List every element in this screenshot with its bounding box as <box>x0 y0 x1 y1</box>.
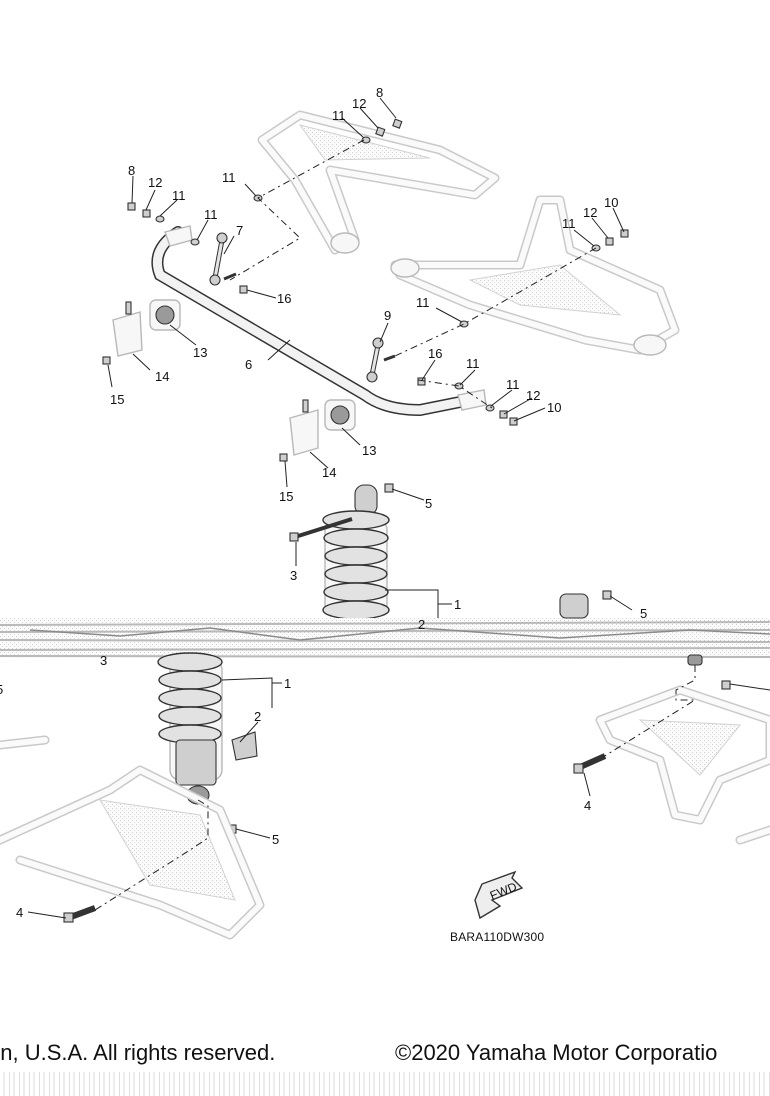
callout-12: 12 <box>148 175 162 190</box>
callout-11: 11 <box>172 188 186 203</box>
callout-8: 8 <box>128 163 135 178</box>
leader-lines <box>27 97 770 919</box>
callout-11: 11 <box>204 207 218 222</box>
bracket-left <box>112 301 143 357</box>
callout-14: 14 <box>322 465 336 480</box>
scan-noise-band <box>0 1072 770 1096</box>
lower-a-arm-right <box>573 654 770 845</box>
callout-10: 10 <box>604 195 618 210</box>
footer-copyright-text: ©2020 Yamaha Motor Corporatio <box>395 1040 718 1065</box>
callout-4: 4 <box>584 798 591 813</box>
callout-5: 5 <box>272 832 279 847</box>
callout-9: 9 <box>384 308 391 323</box>
callout-3: 3 <box>100 653 107 668</box>
fwd-arrow: FWD <box>474 870 524 920</box>
callout-2: 2 <box>418 617 425 632</box>
callout-11: 11 <box>222 170 236 185</box>
callout-2: 2 <box>254 709 261 724</box>
assembly-axes <box>94 139 697 911</box>
callout-11: 11 <box>562 216 576 231</box>
callout-13: 13 <box>193 345 207 360</box>
callout-11: 11 <box>332 108 346 123</box>
lower-a-arm-right <box>390 195 680 356</box>
callout-16: 16 <box>428 346 442 361</box>
callout-6: 6 <box>245 357 252 372</box>
stabilizer-link-left <box>209 232 228 286</box>
callout-3: 3 <box>290 568 297 583</box>
footer: on, U.S.A. All rights reserved. ©2020 Ya… <box>0 1036 770 1070</box>
bracket-right <box>289 399 319 456</box>
shock-absorber-lower <box>157 652 258 805</box>
callout-11: 11 <box>416 295 430 310</box>
callout-15: 15 <box>279 489 293 504</box>
callout-5: 5 <box>425 496 432 511</box>
callout-1: 1 <box>284 676 291 691</box>
callout-7: 7 <box>236 223 243 238</box>
callout-14: 14 <box>155 369 169 384</box>
bushing-left <box>149 299 181 331</box>
callout-13: 13 <box>362 443 376 458</box>
stabilizer-link-right <box>366 337 384 383</box>
callouts: 8 12 11 11 8 12 11 11 7 16 10 12 11 11 9… <box>0 85 647 920</box>
callout-5: 5 <box>0 682 3 697</box>
callout-8: 8 <box>376 85 383 100</box>
distorted-band <box>0 593 770 658</box>
callout-5: 5 <box>640 606 647 621</box>
bushing-right <box>324 399 356 431</box>
callout-12: 12 <box>352 96 366 111</box>
callout-10: 10 <box>547 400 561 415</box>
callout-11: 11 <box>466 356 480 371</box>
footer-rights-text: on, U.S.A. All rights reserved. <box>0 1040 276 1065</box>
diagram-code: BARA110DW300 <box>450 930 544 944</box>
callout-12: 12 <box>526 388 540 403</box>
callout-11: 11 <box>506 377 520 392</box>
callout-16: 16 <box>277 291 291 306</box>
stabilizer-bar <box>151 225 487 417</box>
upper-a-arm-left <box>257 110 500 255</box>
callout-1: 1 <box>454 597 461 612</box>
callout-12: 12 <box>583 205 597 220</box>
shock-absorber-upper <box>289 484 390 620</box>
callout-4: 4 <box>16 905 23 920</box>
lower-a-arm-left <box>0 735 265 940</box>
callout-15: 15 <box>110 392 124 407</box>
